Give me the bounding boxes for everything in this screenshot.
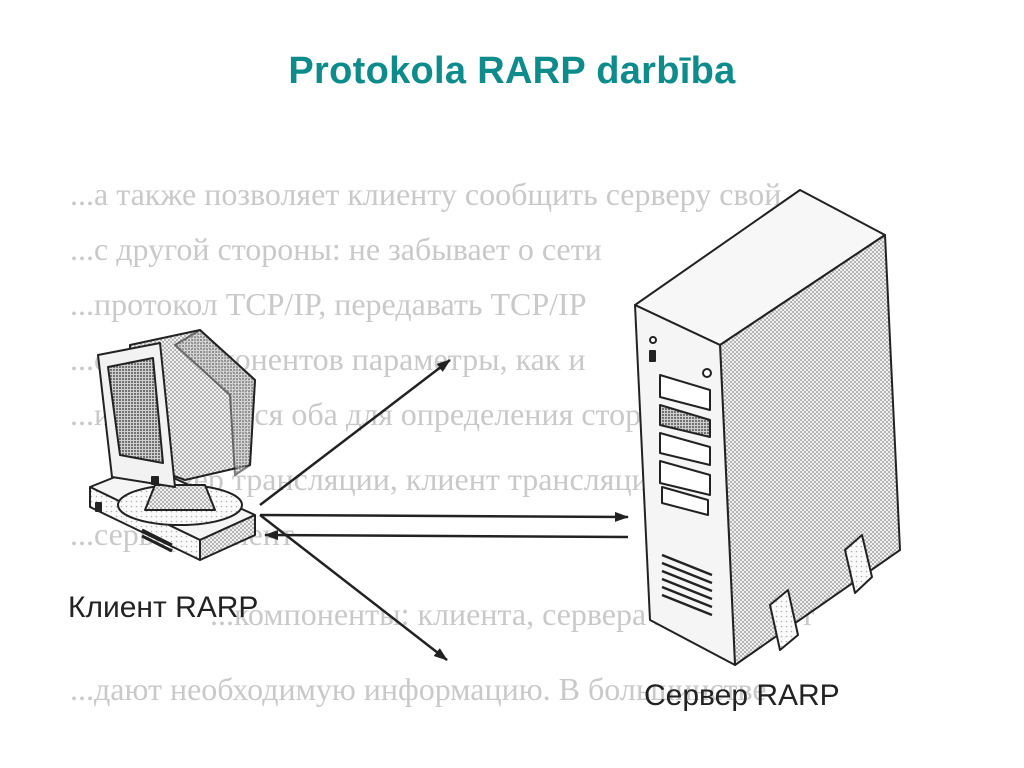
arrow-up-right [259, 359, 451, 506]
diagram-canvas: ...а также позволяет клиенту сообщить се… [68, 176, 901, 712]
bg-line-2: ...с другой стороны: не забывает о сети [70, 231, 602, 267]
arrow-to-server [259, 511, 629, 522]
arrow-down-right [259, 514, 448, 661]
client-label: Клиент RARP [68, 591, 258, 624]
bg-line-1: ...а также позволяет клиенту сообщить се… [70, 176, 781, 212]
rarp-diagram: ...а также позволяет клиенту сообщить се… [50, 165, 980, 725]
slide-title: Protokola RARP darbība [288, 50, 736, 92]
bg-line-3: ...протокол TCP/IP, передавать TCP/IP [70, 286, 586, 322]
client-computer-icon [89, 329, 256, 561]
bg-line-9: ...дают необходимую информацию. В больши… [70, 671, 767, 707]
arrows [259, 359, 629, 661]
arrow-to-client [264, 530, 629, 541]
server-tower-icon [634, 189, 901, 666]
server-label: Сервер RARP [644, 679, 840, 712]
